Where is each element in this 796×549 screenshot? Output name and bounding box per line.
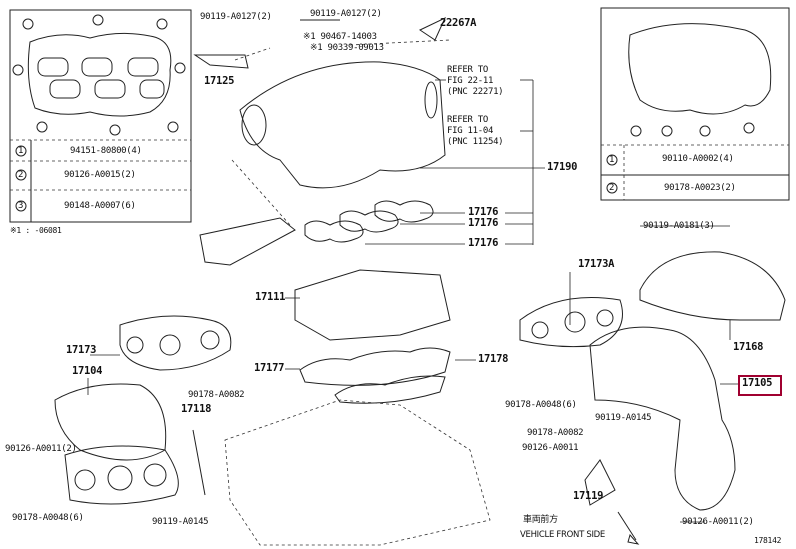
- front-direction-label: VEHICLE FRONT SIDE: [520, 530, 605, 540]
- left-inset-frame: [9, 9, 192, 223]
- part-label[interactable]: 17177: [254, 362, 285, 374]
- callout-1: 1: [18, 146, 24, 156]
- highlight-box: [738, 375, 782, 396]
- refer-text: (PNC 11254): [447, 137, 504, 147]
- part-label[interactable]: 17176: [468, 237, 499, 249]
- part-label[interactable]: 17168: [733, 341, 764, 353]
- part-label[interactable]: 17111: [255, 291, 286, 303]
- refer-text: REFER TO: [447, 115, 488, 125]
- refer-text[interactable]: FIG 11-04: [447, 126, 494, 136]
- part-label[interactable]: 17173A: [578, 258, 615, 270]
- part-label[interactable]: 90119-A0181(3): [643, 221, 715, 231]
- part-label-highlighted[interactable]: 17105: [742, 377, 773, 389]
- part-label[interactable]: 90110-A0002(4): [662, 154, 734, 164]
- intake-gasket-plate: [27, 32, 172, 117]
- part-label[interactable]: 90178-A0082: [188, 390, 245, 400]
- part-label[interactable]: 90126-A0011: [522, 443, 579, 453]
- part-label[interactable]: 17125: [204, 75, 235, 87]
- part-label[interactable]: 90178-A0048(6): [12, 513, 84, 523]
- figure-number: 178142: [754, 536, 782, 545]
- callout-2: 2: [18, 170, 24, 180]
- part-label[interactable]: 90178-A0023(2): [664, 183, 736, 193]
- callout-3: 3: [18, 201, 24, 211]
- part-label[interactable]: 17173: [66, 344, 97, 356]
- refer-text[interactable]: FIG 22-11: [447, 76, 494, 86]
- part-label[interactable]: 17178: [478, 353, 509, 365]
- part-label[interactable]: 90119-A0127(2): [310, 9, 382, 19]
- part-label[interactable]: 17118: [181, 403, 212, 415]
- part-label[interactable]: 17104: [72, 365, 103, 377]
- part-label[interactable]: 17190: [547, 161, 578, 173]
- footnote: ※1 : -06081: [10, 226, 62, 235]
- part-label[interactable]: 90119-A0145: [595, 413, 652, 423]
- callout-2: 2: [609, 183, 615, 193]
- part-label[interactable]: 90148-A0007(6): [64, 201, 136, 211]
- heat-insulator: [639, 251, 786, 321]
- part-label[interactable]: 90119-A0145: [152, 517, 209, 527]
- part-label[interactable]: 90119-A0127(2): [200, 12, 272, 22]
- front-direction-jp: 車両前方: [523, 515, 558, 525]
- part-label[interactable]: ※1 90467-14003: [303, 32, 377, 42]
- part-label[interactable]: 90126-A0011(2): [682, 517, 754, 527]
- refer-text: REFER TO: [447, 65, 488, 75]
- part-label[interactable]: 94151-80800(4): [70, 146, 142, 156]
- part-label[interactable]: 17176: [468, 217, 499, 229]
- part-label[interactable]: 17176: [468, 206, 499, 218]
- callout-1: 1: [609, 155, 615, 165]
- refer-text: (PNC 22271): [447, 87, 504, 97]
- part-label[interactable]: 90178-A0082: [527, 428, 584, 438]
- intake-manifold: [239, 61, 446, 189]
- part-label[interactable]: 22267A: [440, 17, 477, 29]
- part-label[interactable]: 90126-A0011(2): [5, 444, 77, 454]
- part-label[interactable]: 90126-A0015(2): [64, 170, 136, 180]
- part-label[interactable]: ※1 90339-09013: [310, 43, 384, 53]
- right-inset-frame: [600, 7, 790, 201]
- part-label[interactable]: 90178-A0048(6): [505, 400, 577, 410]
- part-label[interactable]: 17119: [573, 490, 604, 502]
